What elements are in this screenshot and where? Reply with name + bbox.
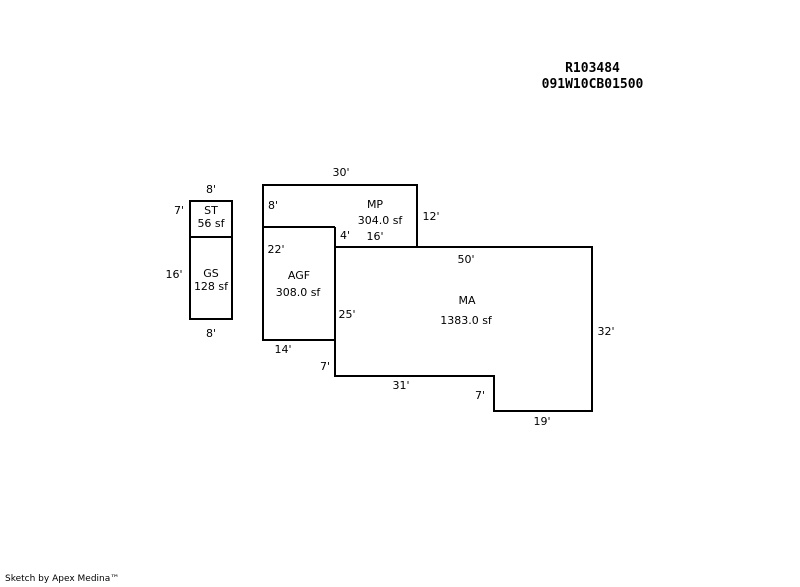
dim-mp-left: 8' [268,199,278,212]
dim-ma-top: 50' [457,253,474,266]
mp-outline [262,184,418,247]
gs-code-label: GS [203,267,219,280]
dim-ma-left-low: 7' [320,360,330,373]
dim-ma-step: 7' [475,389,485,402]
dim-agf-right: 25' [338,308,355,321]
dim-mp-top: 30' [332,166,349,179]
st-code-label: ST [204,204,218,217]
agf-code-label: AGF [288,269,310,282]
dim-agf-bottom: 14' [274,343,291,356]
dim-mp-right: 12' [422,210,439,223]
sketch-credit: Sketch by Apex Medina™ [5,574,120,584]
mp-code-label: MP [367,198,383,211]
agf-area-label: 308.0 sf [276,286,322,299]
map-number: 091W10CB01500 [541,77,644,92]
agf-outline [262,227,335,341]
sketch-header: R103484 091W10CB01500 [520,61,665,93]
gs-outline [189,236,233,320]
dim-agf-left: 22' [267,243,284,256]
st-area-label: 56 sf [197,217,225,230]
dim-st-side: 7' [174,204,184,217]
dim-mp-notch-bottom: 16' [366,230,383,243]
dim-st-top: 8' [206,183,216,196]
gs-area-label: 128 sf [194,280,229,293]
mp-area-label: 304.0 sf [358,214,404,227]
dim-mp-notch-side: 4' [340,229,350,242]
ma-area-label: 1383.0 sf [440,314,493,327]
dim-gs-bottom: 8' [206,327,216,340]
dim-ma-right: 32' [597,325,614,338]
dim-ma-bottom-left: 31' [392,379,409,392]
dim-ma-bottom-right: 19' [533,415,550,428]
ma-outline [334,227,593,412]
parcel-id: R103484 [565,61,620,76]
dim-gs-side: 16' [165,268,182,281]
ma-code-label: MA [458,294,475,307]
